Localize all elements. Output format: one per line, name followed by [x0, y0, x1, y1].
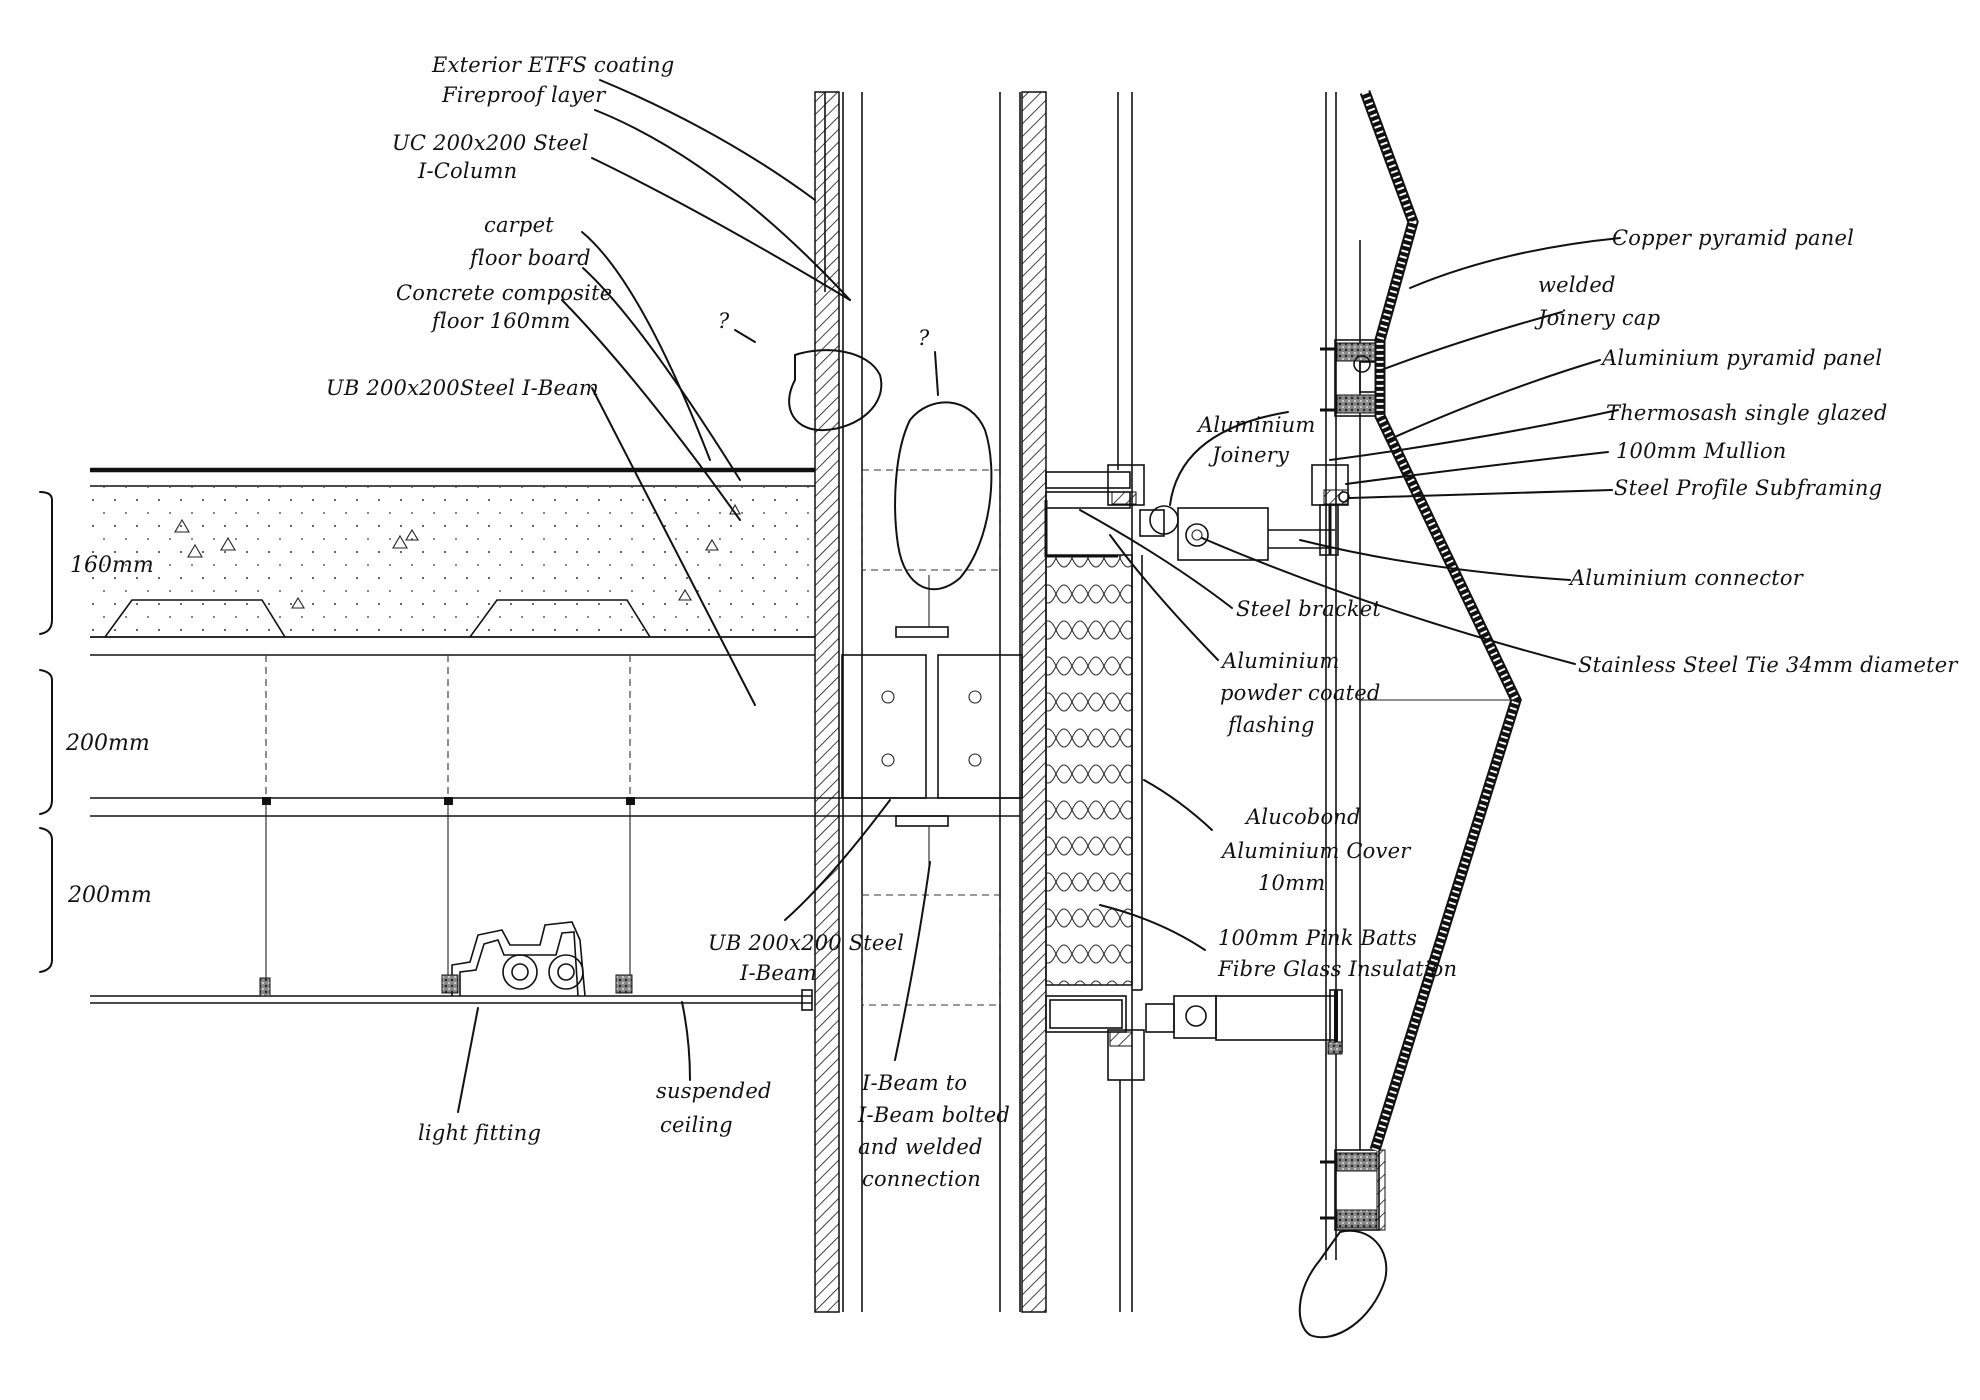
- dimension-brackets: [39, 491, 53, 973]
- svg-text:connection: connection: [862, 1167, 981, 1191]
- svg-text:welded: welded: [1538, 273, 1616, 297]
- mullion: [1325, 92, 1361, 1260]
- label-ub-beam-top: UB 200x200Steel I-Beam: [326, 376, 599, 400]
- label-aluminium-connector: Aluminium connector: [1568, 566, 1805, 590]
- dimension-200mm-upper: 200mm: [65, 731, 150, 756]
- column-infill: [861, 469, 1001, 1006]
- svg-text:Fireproof layer: Fireproof layer: [441, 83, 607, 107]
- upper-joinery: [1044, 464, 1335, 561]
- svg-text:10mm: 10mm: [1258, 871, 1325, 895]
- lower-mullion-cap: [1320, 989, 1386, 1231]
- label-alucobond-cover: Alucobond Aluminium Cover 10mm: [1220, 805, 1412, 895]
- steel-column-right: [999, 91, 1047, 1313]
- light-fitting: [441, 921, 633, 997]
- label-steel-bracket: Steel bracket: [1236, 597, 1381, 621]
- label-powder-coated-flashing: Aluminium powder coated flashing: [1220, 649, 1380, 737]
- dimension-160mm: 160mm: [70, 553, 154, 578]
- svg-text:and welded: and welded: [858, 1135, 983, 1159]
- svg-text:UB 200x200 Steel: UB 200x200 Steel: [708, 931, 904, 955]
- svg-text:I-Beam to: I-Beam to: [861, 1071, 967, 1095]
- dimension-200mm-lower: 200mm: [67, 883, 152, 908]
- ub-steel-beam: [90, 626, 1023, 827]
- label-steel-profile-subframing: Steel Profile Subframing: [1614, 476, 1882, 500]
- label-thermosash: Thermosash single glazed: [1606, 401, 1888, 425]
- label-suspended-ceiling: suspended ceiling: [656, 1079, 772, 1137]
- svg-text:Exterior ETFS coating: Exterior ETFS coating: [431, 53, 674, 77]
- svg-text:Aluminium: Aluminium: [1220, 649, 1340, 673]
- svg-text:Aluminium: Aluminium: [1196, 413, 1316, 437]
- svg-text:Alucobond: Alucobond: [1244, 805, 1361, 829]
- lower-joinery: [1045, 995, 1337, 1312]
- svg-text:100mm Pink Batts: 100mm Pink Batts: [1218, 926, 1417, 950]
- label-ub-beam-bottom: UB 200x200 Steel I-Beam: [708, 931, 904, 985]
- question-mark-left: ?: [718, 309, 730, 333]
- svg-text:carpet: carpet: [484, 213, 554, 237]
- label-uc-column: UC 200x200 Steel I-Column: [392, 131, 589, 183]
- sketch-blob-left: [788, 349, 883, 432]
- svg-text:suspended: suspended: [656, 1079, 772, 1103]
- svg-text:Joinery cap: Joinery cap: [1534, 306, 1660, 330]
- svg-text:powder coated: powder coated: [1220, 681, 1380, 705]
- label-aluminium-pyramid-panel: Aluminium pyramid panel: [1600, 346, 1882, 370]
- question-leader-left: [734, 329, 756, 343]
- copper-panel-bulb: [1298, 1229, 1388, 1339]
- svg-text:UC 200x200 Steel: UC 200x200 Steel: [392, 131, 589, 155]
- label-insulation: 100mm Pink Batts Fibre Glass Insulation: [1217, 926, 1457, 981]
- glazing-mullion-block: [1311, 464, 1350, 556]
- insulation-wall: [1045, 92, 1143, 1312]
- label-stainless-steel-tie: Stainless Steel Tie 34mm diameter: [1578, 653, 1959, 677]
- svg-text:Fibre Glass Insulation: Fibre Glass Insulation: [1217, 957, 1457, 981]
- svg-text:Aluminium Cover: Aluminium Cover: [1220, 839, 1412, 863]
- svg-text:Concrete composite: Concrete composite: [396, 281, 612, 305]
- svg-text:I-Beam: I-Beam: [739, 961, 817, 985]
- label-mullion: 100mm Mullion: [1616, 439, 1787, 463]
- svg-text:Joinery: Joinery: [1208, 443, 1290, 467]
- label-exterior-coating: Exterior ETFS coating Fireproof layer: [431, 53, 674, 107]
- svg-text:I-Beam bolted: I-Beam bolted: [857, 1103, 1010, 1127]
- question-mark-center: ?: [918, 326, 930, 350]
- label-welded-joinery-cap: welded Joinery cap: [1534, 273, 1660, 330]
- sketch-blob-center: [894, 401, 993, 591]
- svg-text:ceiling: ceiling: [660, 1113, 733, 1137]
- label-light-fitting: light fitting: [418, 1121, 541, 1145]
- label-ibeam-connection: I-Beam to I-Beam bolted and welded conne…: [857, 1071, 1010, 1191]
- pyramid-panel: [1359, 90, 1522, 1152]
- leader-lines: [457, 79, 1621, 1113]
- svg-text:I-Column: I-Column: [417, 159, 517, 183]
- svg-text:floor 160mm: floor 160mm: [430, 309, 571, 333]
- label-copper-pyramid-panel: Copper pyramid panel: [1612, 226, 1854, 250]
- steel-column-left: [814, 91, 863, 1313]
- svg-text:floor board: floor board: [468, 246, 591, 270]
- suspended-ceiling: [90, 797, 813, 1011]
- label-aluminium-joinery: Aluminium Joinery: [1196, 413, 1316, 467]
- label-floor-layers: carpet floor board Concrete composite fl…: [396, 213, 612, 333]
- svg-text:flashing: flashing: [1226, 713, 1315, 737]
- question-leader-center: [934, 351, 939, 396]
